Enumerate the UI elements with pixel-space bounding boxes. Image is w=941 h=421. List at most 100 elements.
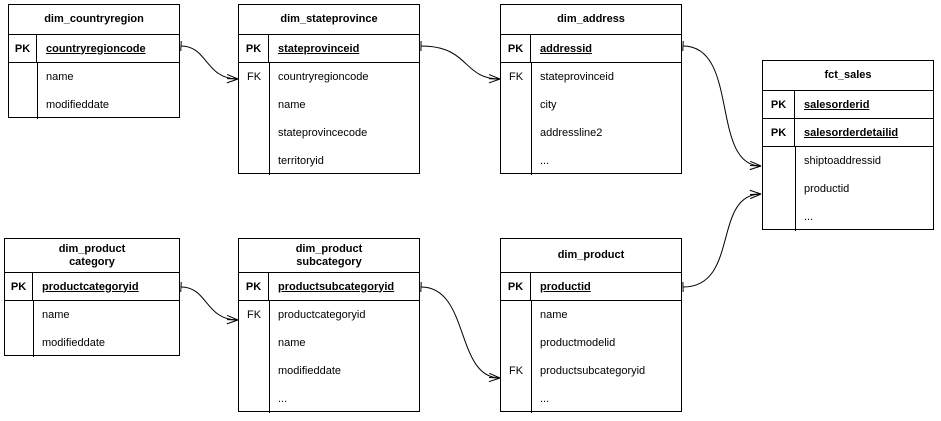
relationship-line bbox=[180, 45, 239, 80]
key-marker-empty bbox=[763, 203, 795, 231]
relationship-rel-address-fctsales[interactable] bbox=[682, 40, 762, 171]
entity-field-row[interactable]: stateprovincecode bbox=[239, 119, 419, 147]
field-name: ... bbox=[278, 393, 288, 405]
key-marker-empty bbox=[501, 301, 531, 329]
cardinality-many-marker bbox=[750, 160, 762, 167]
field-name: name bbox=[42, 309, 70, 321]
key-marker-empty bbox=[501, 385, 531, 413]
entity-field-row[interactable]: territoryid bbox=[239, 147, 419, 175]
key-column-divider bbox=[531, 63, 532, 175]
primary-key-marker: PK bbox=[501, 35, 531, 62]
entity-field-row[interactable]: name bbox=[9, 63, 179, 91]
key-field-name: salesorderid bbox=[804, 98, 870, 111]
primary-key-marker: PK bbox=[763, 119, 795, 146]
entity-title-line1: dim_stateprovince bbox=[280, 13, 378, 25]
field-name: addressline2 bbox=[540, 127, 603, 139]
entity-title-line1: dim_countryregion bbox=[44, 13, 144, 25]
entity-field-row[interactable]: ... bbox=[239, 385, 419, 413]
entity-field-row[interactable]: modifieddate bbox=[239, 357, 419, 385]
cardinality-many-marker bbox=[226, 319, 239, 325]
cardinality-many-marker bbox=[488, 78, 501, 84]
field-name: stateprovinceid bbox=[540, 71, 614, 83]
cardinality-many-marker bbox=[488, 74, 501, 80]
entity-title: fct_sales bbox=[763, 61, 933, 91]
entity-field-row[interactable]: name bbox=[239, 91, 419, 119]
field-name: modifieddate bbox=[46, 99, 109, 111]
primary-key-marker: PK bbox=[239, 273, 269, 300]
relationship-rel-countryregion-stateprovince[interactable] bbox=[180, 40, 239, 84]
entity-field-row[interactable]: name bbox=[501, 301, 681, 329]
field-name: productmodelid bbox=[540, 337, 616, 349]
foreign-key-marker: FK bbox=[508, 365, 524, 377]
cardinality-many-marker bbox=[489, 372, 501, 379]
field-name: countryregioncode bbox=[278, 71, 369, 83]
field-name: name bbox=[278, 337, 306, 349]
entity-field-row[interactable]: ... bbox=[501, 147, 681, 175]
entity-title: dim_product bbox=[501, 239, 681, 273]
entity-field-row[interactable]: productid bbox=[763, 175, 933, 203]
entity-field-row[interactable]: name bbox=[5, 301, 179, 329]
entity-field-row[interactable]: ... bbox=[763, 203, 933, 231]
field-name: ... bbox=[804, 211, 814, 223]
entity-key-row[interactable]: PK salesorderdetailid bbox=[763, 119, 933, 147]
field-name: modifieddate bbox=[42, 337, 105, 349]
key-marker-empty bbox=[501, 91, 531, 119]
key-marker-empty bbox=[239, 119, 269, 147]
key-column-divider bbox=[33, 301, 34, 357]
entity-field-row[interactable]: productmodelid bbox=[501, 329, 681, 357]
cardinality-many-marker bbox=[749, 165, 762, 171]
relationship-line bbox=[682, 45, 762, 167]
entity-field-row[interactable]: addressline2 bbox=[501, 119, 681, 147]
entity-key-row[interactable]: PK salesorderid bbox=[763, 91, 933, 119]
primary-key-marker: PK bbox=[763, 91, 795, 118]
cardinality-many-marker bbox=[749, 189, 762, 195]
field-name: city bbox=[540, 99, 557, 111]
entity-field-row[interactable]: shiptoaddressid bbox=[763, 147, 933, 175]
entity-field-list: name modifieddate bbox=[5, 301, 179, 357]
entity-field-row[interactable]: name bbox=[239, 329, 419, 357]
entity-field-row[interactable]: modifieddate bbox=[5, 329, 179, 357]
entity-field-row[interactable]: ... bbox=[501, 385, 681, 413]
key-marker-empty bbox=[763, 147, 795, 175]
entity-field-row[interactable]: modifieddate bbox=[9, 91, 179, 119]
relationship-rel-product-fctsales[interactable] bbox=[682, 189, 762, 293]
field-name: modifieddate bbox=[278, 365, 341, 377]
field-name: ... bbox=[540, 155, 550, 167]
relationship-rel-subcategory-product[interactable] bbox=[420, 281, 501, 383]
entity-field-list: name modifieddate bbox=[9, 63, 179, 119]
entity-title: dim_countryregion bbox=[9, 5, 179, 35]
entity-title-line2: subcategory bbox=[296, 255, 362, 268]
entity-field-row[interactable]: city bbox=[501, 91, 681, 119]
cardinality-many-marker bbox=[226, 73, 239, 80]
key-column-divider bbox=[269, 63, 270, 175]
field-name: productid bbox=[804, 183, 850, 195]
key-field-name: stateprovinceid bbox=[278, 42, 360, 55]
key-column-divider bbox=[795, 147, 796, 231]
key-field-name: salesorderdetailid bbox=[804, 126, 899, 139]
field-name: name bbox=[278, 99, 306, 111]
relationship-rel-productcategory-subcategory[interactable] bbox=[180, 281, 239, 325]
relationship-rel-stateprovince-address[interactable] bbox=[420, 40, 501, 84]
entity-title-line1: dim_address bbox=[557, 13, 625, 25]
key-marker-empty bbox=[239, 147, 269, 175]
field-name: ... bbox=[540, 393, 550, 405]
